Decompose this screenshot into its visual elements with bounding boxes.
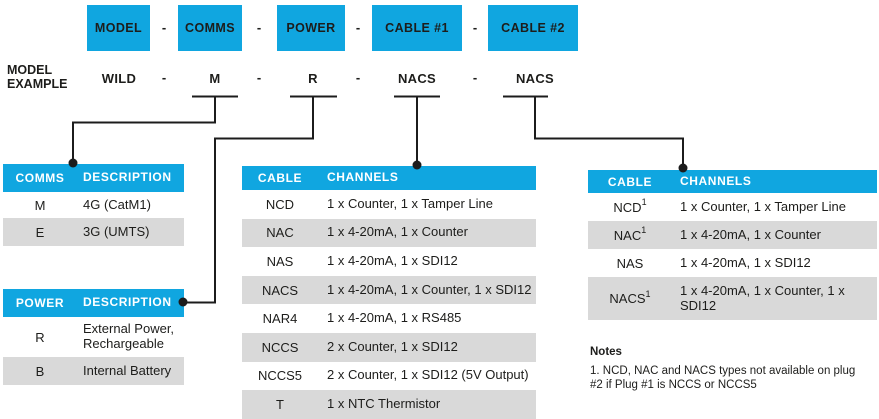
cable2-channels: 1 x 4-20mA, 1 x Counter — [680, 226, 821, 242]
comms-table: COMMS DESCRIPTION M 4G (CatM1) E 3G (UMT… — [3, 164, 184, 246]
table-row: NCD 1 x Counter, 1 x Tamper Line — [242, 190, 536, 219]
separator-dash: - — [161, 70, 167, 85]
example-label-line1: MODEL — [7, 63, 53, 77]
comms-header-description: DESCRIPTION — [83, 170, 172, 185]
footnote-marker: 1 — [645, 288, 651, 299]
cable1-header-channels: CHANNELS — [327, 170, 399, 185]
box-comms: COMMS — [178, 5, 242, 51]
separator-dash: - — [472, 70, 478, 85]
example-model: WILD — [101, 71, 137, 86]
comms-code: M — [34, 197, 46, 213]
separator-dash: - — [256, 70, 262, 85]
separator-dash: - — [256, 20, 262, 35]
cable1-channels: 1 x Counter, 1 x Tamper Line — [327, 195, 493, 211]
table-row: T 1 x NTC Thermistor — [242, 390, 536, 419]
power-code: B — [35, 363, 45, 379]
power-table-header: POWER DESCRIPTION — [3, 289, 184, 317]
cable1-channels: 1 x NTC Thermistor — [327, 395, 441, 411]
power-description: External Power, Rechargeable — [83, 321, 175, 351]
box-cable1: CABLE #1 — [372, 5, 462, 51]
table-row: NAC1 1 x 4-20mA, 1 x Counter — [588, 221, 877, 249]
cable2-channels: 1 x Counter, 1 x Tamper Line — [680, 198, 846, 214]
example-cable1: NACS — [397, 71, 437, 86]
cable1-table-header: CABLE CHANNELS — [242, 166, 536, 190]
table-row: NCCS 2 x Counter, 1 x SDI12 — [242, 332, 536, 362]
table-row: NACS 1 x 4-20mA, 1 x Counter, 1 x SDI12 — [242, 275, 536, 305]
notes: Notes 1. NCD, NAC and NACS types not ava… — [590, 345, 855, 392]
cable1-channels: 2 x Counter, 1 x SDI12 (5V Output) — [327, 367, 529, 383]
cable1-channels: 1 x 4-20mA, 1 x Counter — [327, 224, 468, 240]
cable1-code: NACS — [261, 282, 299, 298]
power-table: POWER DESCRIPTION R External Power, Rech… — [3, 289, 184, 385]
separator-dash: - — [472, 20, 478, 35]
table-row: NAS 1 x 4-20mA, 1 x SDI12 — [588, 249, 877, 277]
cable2-code: NAS — [616, 255, 644, 271]
table-row: R External Power, Rechargeable — [3, 317, 184, 357]
cable1-code: NCCS — [261, 339, 299, 355]
power-code: R — [35, 329, 45, 345]
cable1-table: CABLE CHANNELS NCD 1 x Counter, 1 x Tamp… — [242, 166, 536, 419]
footnote-marker: 1 — [641, 225, 647, 236]
table-row: E 3G (UMTS) — [3, 218, 184, 246]
cable2-channels: 1 x 4-20mA, 1 x Counter, 1 x SDI12 — [680, 282, 845, 313]
power-description: Internal Battery — [83, 362, 172, 378]
cable2-table: CABLE CHANNELS NCD1 1 x Counter, 1 x Tam… — [588, 170, 877, 320]
connector-line-cable2 — [534, 96, 684, 167]
example-comms: M — [209, 71, 221, 86]
notes-line: #2 if Plug #1 is NCCS or NCCS5 — [590, 379, 757, 391]
comms-header-code: COMMS — [15, 171, 65, 185]
box-power: POWER — [277, 5, 345, 51]
table-row: NCD1 1 x Counter, 1 x Tamper Line — [588, 193, 877, 221]
cable2-table-header: CABLE CHANNELS — [588, 170, 877, 193]
footnote-marker: 1 — [641, 197, 647, 208]
separator-dash: - — [355, 20, 361, 35]
table-row: NAS 1 x 4-20mA, 1 x SDI12 — [242, 247, 536, 276]
power-header-code: POWER — [15, 296, 65, 310]
example-label-line2: EXAMPLE — [7, 77, 68, 91]
example-power: R — [308, 71, 318, 86]
separator-dash: - — [355, 70, 361, 85]
box-model: MODEL — [87, 5, 150, 51]
table-row: NACS1 1 x 4-20mA, 1 x Counter, 1 x SDI12 — [588, 277, 877, 320]
cable1-header-cable: CABLE — [257, 171, 303, 185]
cable2-header-channels: CHANNELS — [680, 173, 752, 188]
notes-title: Notes — [590, 346, 622, 358]
comms-table-header: COMMS DESCRIPTION — [3, 164, 184, 192]
table-row: NCCS5 2 x Counter, 1 x SDI12 (5V Output) — [242, 362, 536, 391]
cable1-channels: 1 x 4-20mA, 1 x SDI12 — [327, 253, 458, 269]
cable1-channels: 2 x Counter, 1 x SDI12 — [327, 338, 458, 354]
cable1-code: NAC — [266, 225, 294, 241]
cable1-code: NAR4 — [262, 311, 298, 327]
separator-dash: - — [161, 20, 167, 35]
cable2-code: NACS1 — [609, 288, 651, 306]
box-cable2: CABLE #2 — [488, 5, 578, 51]
comms-description: 4G (CatM1) — [83, 196, 151, 212]
table-row: NAR4 1 x 4-20mA, 1 x RS485 — [242, 304, 536, 333]
cable1-channels: 1 x 4-20mA, 1 x RS485 — [327, 310, 462, 326]
table-row: B Internal Battery — [3, 357, 184, 385]
comms-code: E — [35, 224, 45, 240]
connector-line-comms — [72, 96, 216, 161]
cable2-code: NCD1 — [613, 197, 647, 215]
table-row: NAC 1 x 4-20mA, 1 x Counter — [242, 218, 536, 248]
cable1-code: NCD — [265, 196, 295, 212]
cable2-code: NAC1 — [613, 225, 647, 243]
table-row: M 4G (CatM1) — [3, 192, 184, 218]
comms-description: 3G (UMTS) — [83, 223, 150, 239]
example-cable2: NACS — [515, 71, 555, 86]
cable1-code: T — [276, 396, 284, 412]
power-header-description: DESCRIPTION — [83, 295, 172, 310]
notes-line: 1. NCD, NAC and NACS types not available… — [590, 365, 856, 377]
cable1-code: NCCS5 — [257, 368, 303, 384]
cable1-channels: 1 x 4-20mA, 1 x Counter, 1 x SDI12 — [327, 281, 532, 297]
cable1-code: NAS — [266, 253, 294, 269]
cable2-header-cable: CABLE — [607, 174, 653, 189]
cable2-channels: 1 x 4-20mA, 1 x SDI12 — [680, 254, 811, 270]
